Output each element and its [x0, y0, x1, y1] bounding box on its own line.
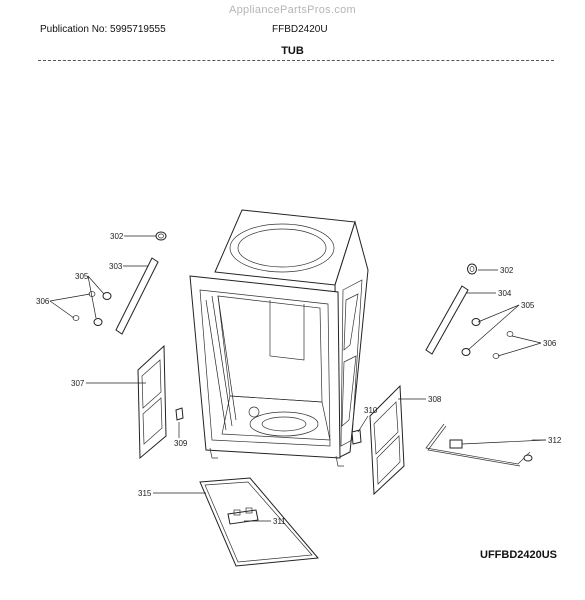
callout-306-left: 306	[36, 297, 50, 306]
part-311-bracket	[227, 507, 259, 525]
callout-305-left: 305	[75, 272, 89, 281]
callout-308: 308	[428, 395, 442, 404]
callout-306-right: 306	[543, 339, 557, 348]
part-310-clip	[351, 429, 362, 445]
model-number: FFBD2420U	[272, 24, 328, 35]
part-312-hose-assembly	[425, 423, 533, 467]
leader-lines	[49, 235, 547, 522]
part-309-clip	[175, 407, 184, 421]
part-305-306-right	[461, 318, 514, 359]
callout-302-right: 302	[500, 266, 514, 275]
part-304-rail-right	[425, 285, 469, 355]
watermark: AppliancePartsPros.com	[228, 4, 357, 16]
section-title: TUB	[281, 45, 304, 57]
callout-309: 309	[174, 439, 188, 448]
callout-302-left: 302	[110, 232, 124, 241]
callout-315: 315	[138, 489, 152, 498]
callout-311: 311	[273, 517, 286, 526]
callout-307: 307	[71, 379, 85, 388]
callout-310: 310	[364, 406, 378, 415]
callout-labels: 302 303 305 306 307 309 315 311 310 308 …	[36, 232, 562, 526]
part-303-rail-left	[115, 257, 159, 335]
part-315-gasket	[199, 477, 320, 567]
callout-304: 304	[498, 289, 512, 298]
tub-assembly	[189, 209, 369, 467]
publication-number: Publication No: 5995719555	[40, 24, 166, 35]
part-307-panel-left	[137, 344, 167, 460]
part-302-right	[467, 263, 477, 275]
callout-303: 303	[109, 262, 123, 271]
part-302-left	[155, 231, 167, 241]
part-308-panel-right	[369, 384, 405, 496]
diagram-code: UFFBD2420US	[480, 549, 558, 561]
callout-305-right: 305	[521, 301, 535, 310]
header-divider	[38, 60, 554, 61]
callout-312: 312	[548, 436, 562, 445]
